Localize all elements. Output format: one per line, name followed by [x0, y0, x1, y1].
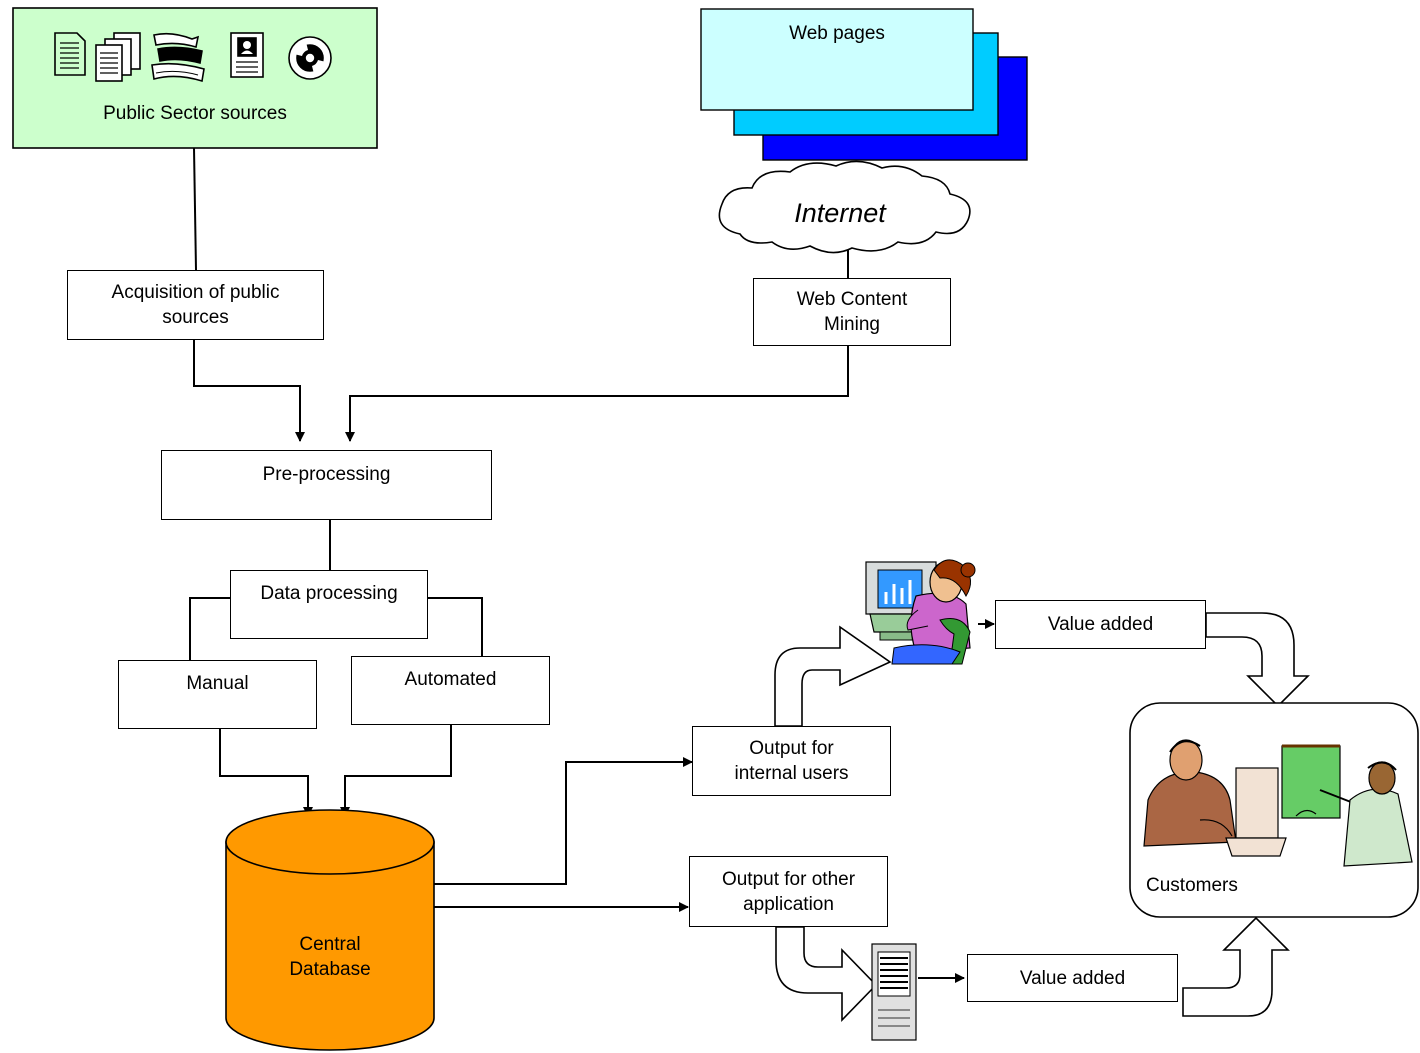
manual-box: Manual [118, 660, 317, 729]
automated-label: Automated [404, 669, 497, 690]
output-other-box: Output for other application [689, 856, 888, 927]
value-added-bottom-label: Value added [1019, 967, 1126, 989]
customers-label: Customers [1146, 875, 1238, 896]
block-arrow-internal-to-user [774, 625, 892, 727]
value-added-top-box: Value added [995, 600, 1206, 649]
value-added-bottom-box: Value added [967, 954, 1178, 1002]
manual-label: Manual [186, 673, 249, 694]
arrow-manual-database [219, 729, 313, 817]
web-pages-label: Web pages [789, 23, 885, 44]
web-content-mining-box: Web Content Mining [753, 278, 951, 346]
document-icon [54, 32, 86, 76]
connector-dataprocessing-automated [428, 597, 483, 656]
connector-dataprocessing-manual [189, 597, 230, 660]
data-processing-label: Data processing [260, 583, 398, 604]
public-sector-sources-label: Public Sector sources [103, 103, 287, 124]
arrow-acquisition-preprocessing [193, 340, 305, 442]
cd-disc-icon [288, 36, 332, 80]
preprocessing-label: Pre-processing [262, 464, 391, 485]
block-arrow-valueadded-to-customers [1205, 612, 1310, 708]
connector-sources-acquisition [193, 147, 197, 271]
internet-label: Internet [794, 198, 886, 228]
output-other-label: Output for other application [721, 868, 856, 915]
acquisition-box: Acquisition of public sources [67, 270, 324, 340]
central-database-label: Central Database [289, 934, 371, 980]
arrow-mining-preprocessing [345, 346, 849, 442]
server-tower-icon [871, 943, 917, 1041]
arrow-automated-database [340, 725, 452, 817]
internet-cloud-shape [718, 160, 971, 254]
woman-at-computer-icon [865, 559, 976, 665]
automated-box: Automated [351, 656, 550, 725]
acquisition-label: Acquisition of public sources [111, 282, 280, 328]
arrow-database-internal [434, 757, 693, 885]
output-internal-label: Output for internal users [734, 738, 849, 784]
photo-document-icon [230, 32, 264, 78]
computer-terminal-icon [1225, 767, 1287, 857]
block-arrow-other-to-server [775, 926, 878, 1022]
documents-stack-icon [95, 32, 141, 82]
data-processing-box: Data processing [230, 570, 428, 639]
central-database-cylinder [225, 809, 435, 1051]
block-arrow-valueadded-to-customers-bottom [1182, 916, 1290, 1017]
web-content-mining-label: Web Content Mining [796, 289, 908, 335]
businessman-icon [1143, 739, 1237, 847]
web-page-front [700, 8, 974, 111]
presenter-icon [1281, 744, 1413, 867]
output-internal-box: Output for internal users [692, 726, 891, 796]
value-added-top-label: Value added [1047, 614, 1154, 635]
preprocessing-box: Pre-processing [161, 450, 492, 520]
books-icon [151, 32, 205, 83]
